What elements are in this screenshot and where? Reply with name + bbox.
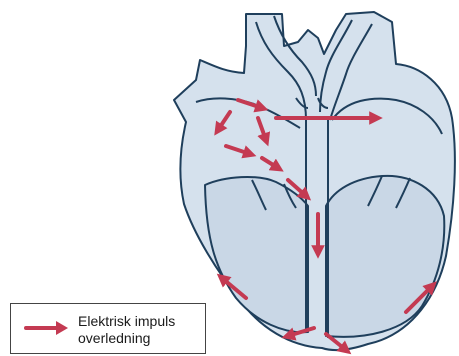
legend-label-line1: Elektrisk impuls <box>78 313 203 330</box>
legend-label: Elektrisk impuls overledning <box>78 313 203 347</box>
red-arrow-icon <box>24 316 70 340</box>
legend: Elektrisk impuls overledning <box>10 303 206 354</box>
heart-shape <box>174 12 455 350</box>
left-ventricle <box>326 176 444 337</box>
legend-label-line2: overledning <box>78 330 203 347</box>
